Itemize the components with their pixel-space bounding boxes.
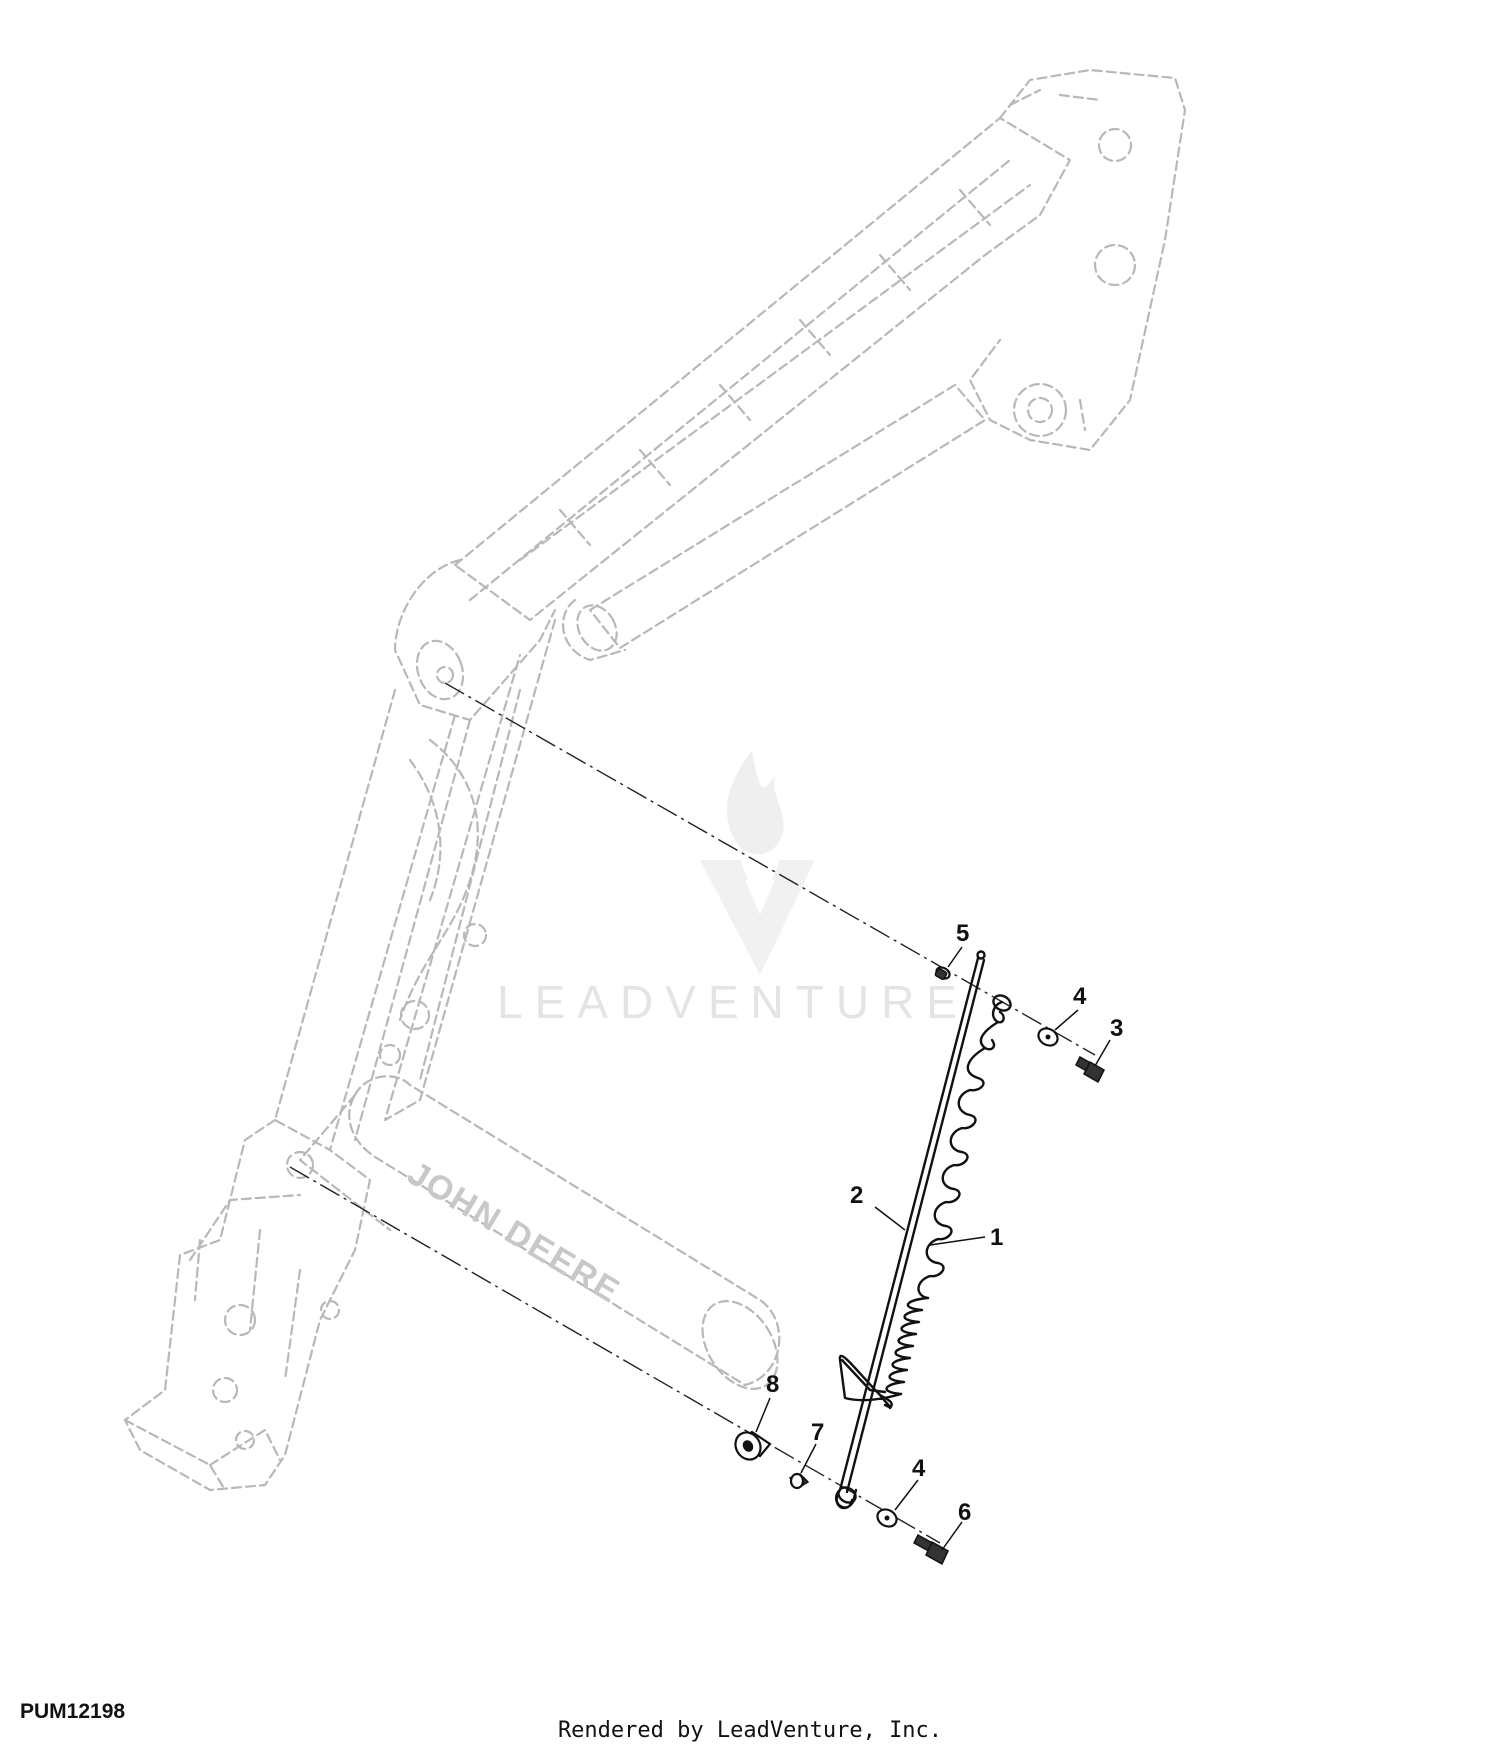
callout-leaders — [755, 946, 1111, 1551]
watermark-text: LEADVENTURE — [497, 976, 969, 1028]
lower-pivot-centerline — [289, 1166, 941, 1544]
loader-frame-ghost — [123, 68, 1187, 1492]
leader-4b — [894, 1479, 919, 1511]
parts — [734, 950, 1105, 1566]
callout-c8: 8 — [766, 1371, 779, 1398]
leader-4a — [1054, 1009, 1079, 1031]
callout-c1: 1 — [990, 1224, 1003, 1251]
leader-5 — [947, 946, 963, 968]
lower-eye — [837, 1486, 857, 1504]
callout-c7: 7 — [811, 1419, 824, 1446]
leader-3 — [1094, 1039, 1111, 1067]
part-3-cap-screw — [1075, 1055, 1105, 1084]
leader-7 — [800, 1443, 817, 1474]
part-4-washer-upper — [1037, 1027, 1059, 1047]
watermark-logo-icon — [700, 750, 815, 975]
upper-pivot-centerline — [444, 682, 1096, 1056]
part-1-spring — [838, 1000, 1005, 1410]
figure-id: PUM12198 — [20, 1700, 126, 1723]
callout-c4a: 4 — [1073, 983, 1087, 1010]
callout-c3: 3 — [1110, 1015, 1123, 1042]
part-8-spacer — [734, 1430, 772, 1461]
leader-6 — [941, 1521, 963, 1551]
leader-1 — [929, 1236, 986, 1246]
part-2-indicator-rod — [835, 950, 986, 1510]
leader-2 — [874, 1206, 906, 1231]
part-5-lock-nut — [934, 966, 951, 980]
callout-c4b: 4 — [912, 1455, 926, 1482]
callout-c2: 2 — [850, 1182, 863, 1209]
center-lines — [289, 682, 1096, 1544]
render-credit: Rendered by LeadVenture, Inc. — [557, 1718, 943, 1743]
boom-cylinder-ghost: JOHN DEERE — [298, 1075, 781, 1390]
watermark: LEADVENTURE — [497, 750, 969, 1028]
callout-c6: 6 — [958, 1499, 971, 1526]
callout-c5: 5 — [956, 920, 969, 947]
upper-eye — [992, 994, 1012, 1012]
boom-decal-text: JOHN DEERE — [401, 1154, 627, 1311]
leader-8 — [755, 1397, 771, 1433]
part-4-washer-lower — [876, 1508, 898, 1528]
part-7-nut — [788, 1472, 810, 1490]
